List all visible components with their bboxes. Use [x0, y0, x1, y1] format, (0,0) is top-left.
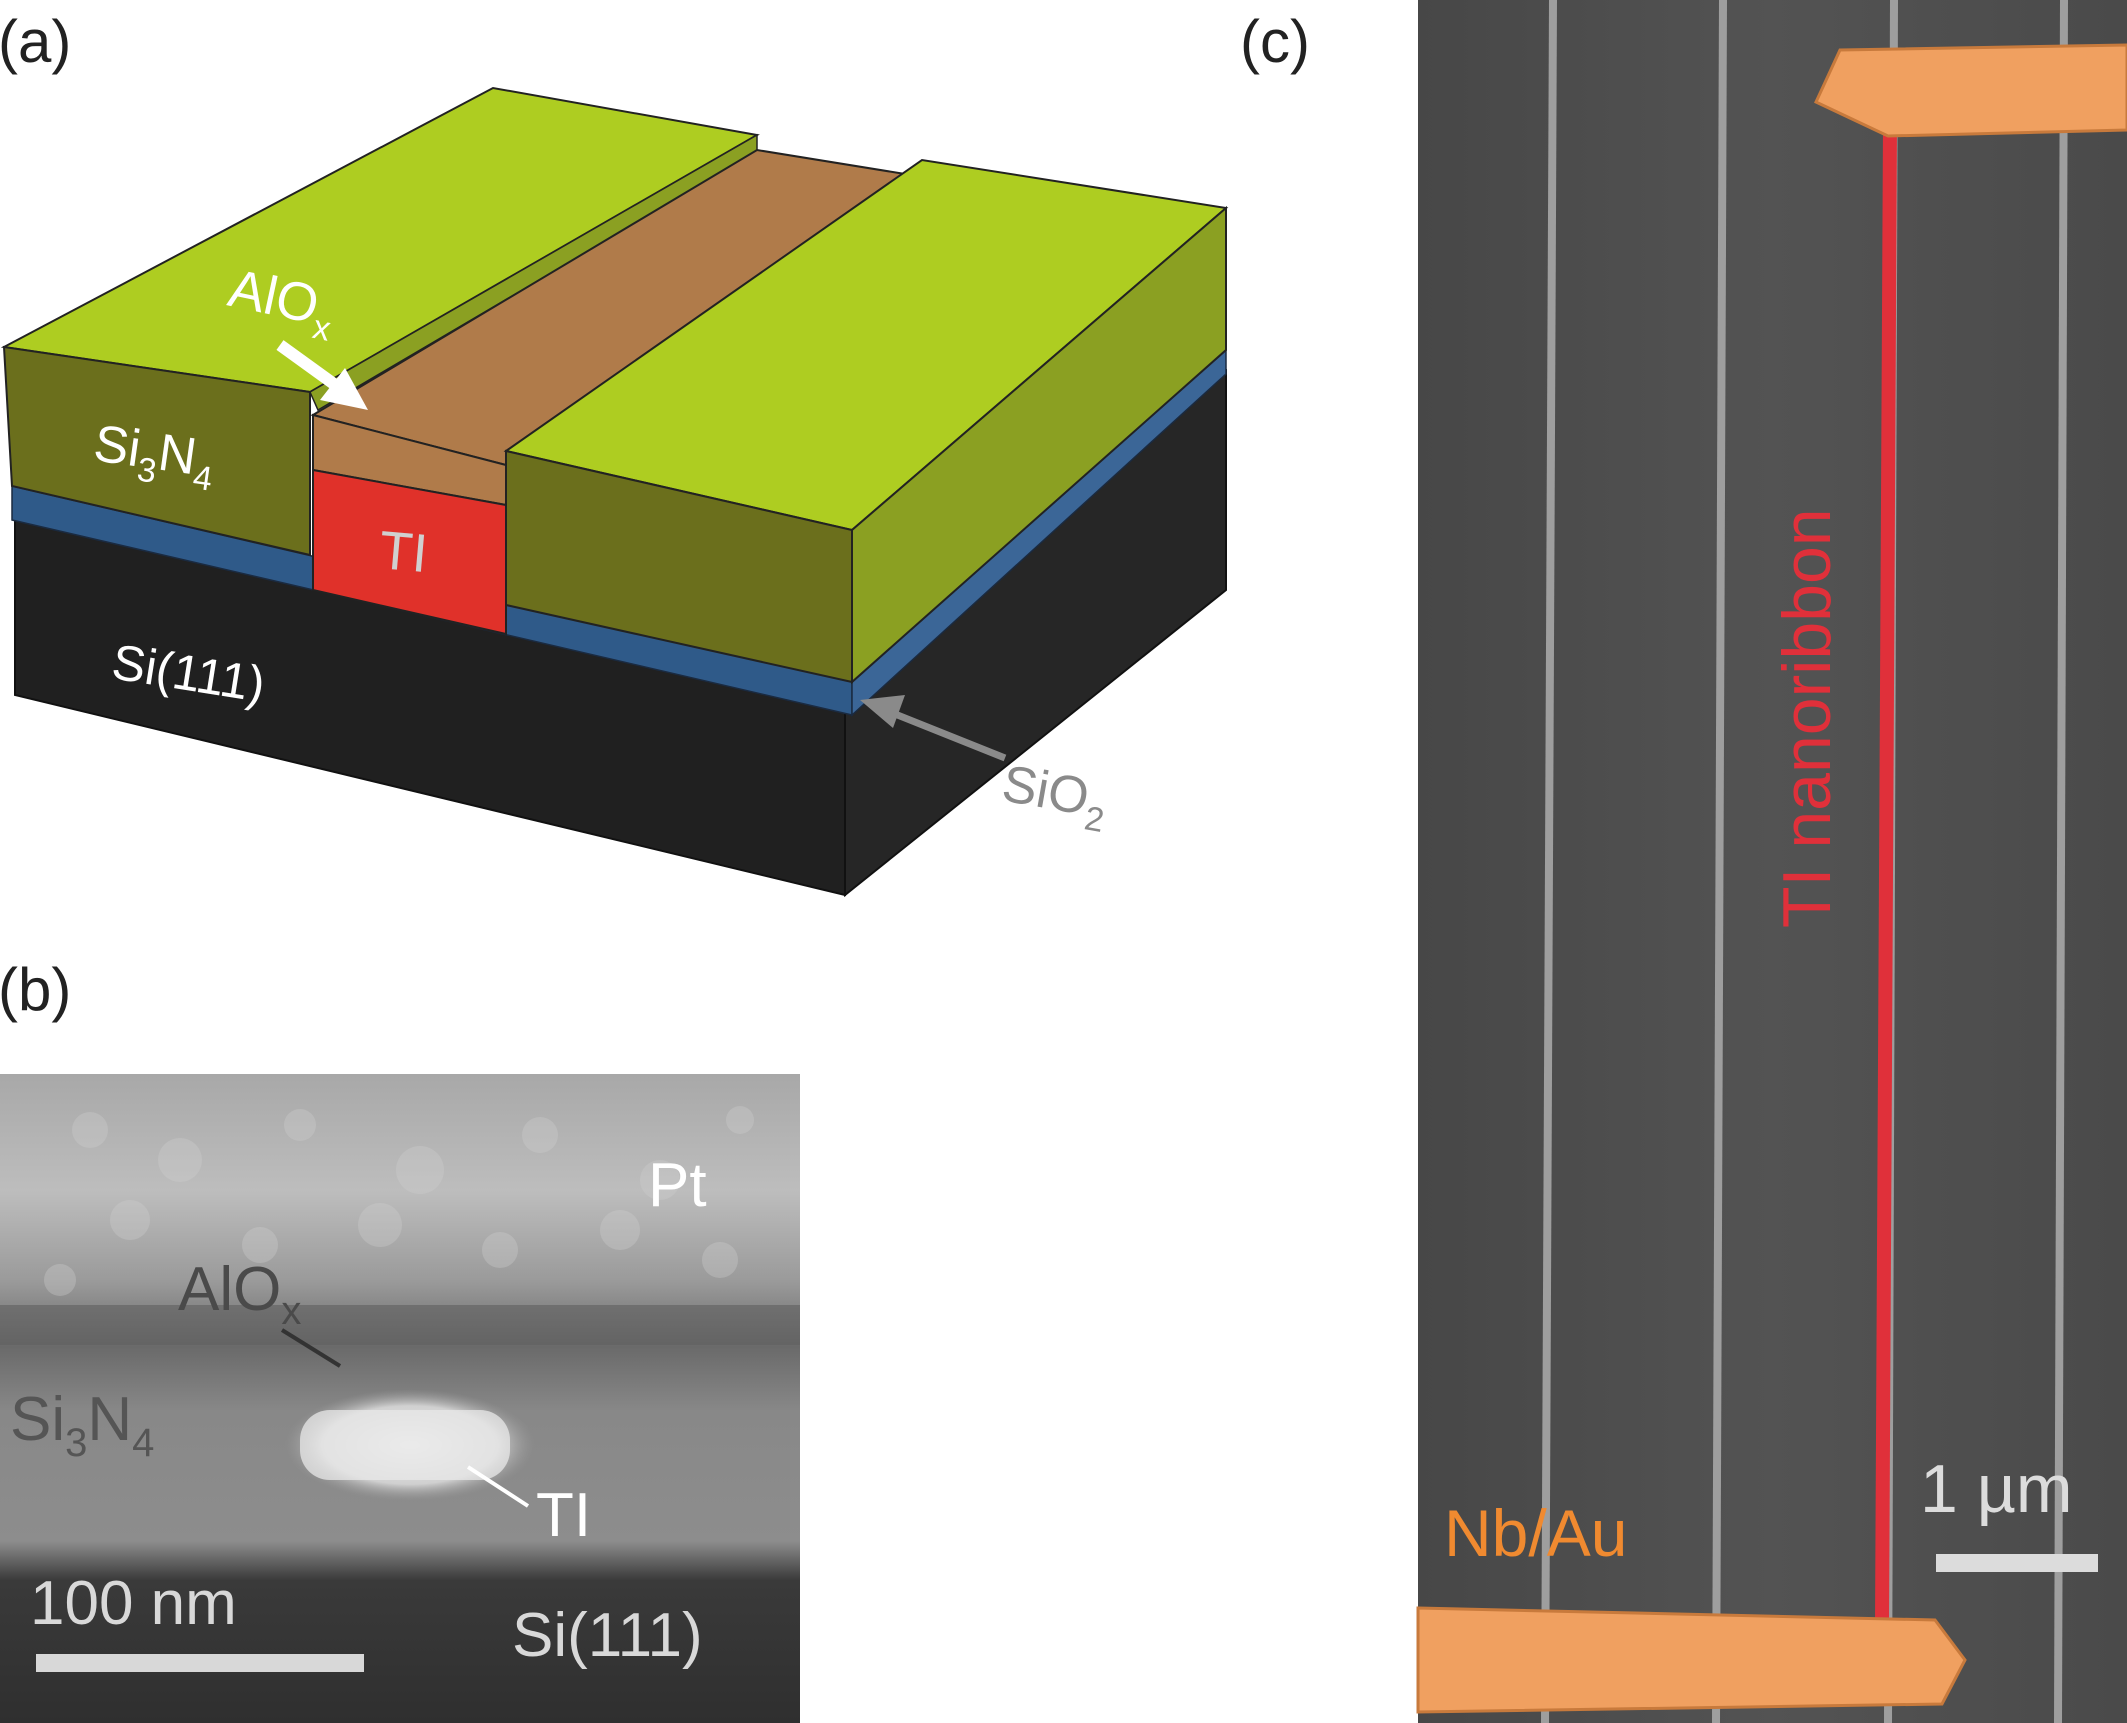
bottom-contact — [1416, 1606, 1967, 1714]
si3n4-label-b: Si3N4 — [10, 1385, 154, 1465]
ti-core — [300, 1410, 510, 1480]
scalebar-label-c: 1 µm — [1920, 1451, 2073, 1527]
panel-a-label: (a) — [0, 8, 71, 75]
top-contact — [1814, 43, 2127, 138]
panel-c-label: (c) — [1240, 8, 1310, 75]
alox-arrow — [276, 340, 368, 410]
scalebar-c — [1936, 1554, 2098, 1572]
ti-leader — [466, 1465, 530, 1508]
alox-leader — [280, 1328, 342, 1368]
ti-block — [312, 468, 507, 636]
ti-label-a: TI — [377, 520, 430, 584]
wire-2 — [1712, 0, 1727, 1723]
alox-band — [0, 1305, 800, 1345]
panel-a: (a) AlOx Si3N4 TI Si(111) — [0, 8, 1229, 898]
sem-image — [1418, 0, 2127, 1723]
alox-label-b: AlOx — [178, 1255, 301, 1333]
ti-nanoribbon — [1875, 124, 1897, 1626]
ti-label-b: TI — [536, 1481, 591, 1550]
wire-4 — [2054, 0, 2068, 1723]
nitride-right-side — [851, 205, 1227, 685]
contacts-label: Nb/Au — [1444, 1496, 1627, 1570]
panel-b-label: (b) — [0, 956, 71, 1023]
panel-c: (c) TI nanoribbon Nb/Au 1 µm — [1240, 0, 2127, 1723]
pt-label: Pt — [648, 1151, 707, 1220]
pt-texture — [44, 1106, 754, 1296]
sio2-label: SiO2 — [996, 755, 1112, 840]
nitride-left-front — [2, 345, 311, 557]
nanoribbon-label: TI nanoribbon — [1769, 508, 1845, 928]
wire-1 — [1541, 0, 1557, 1723]
scalebar-label-b: 100 nm — [30, 1569, 237, 1638]
sio2-arrow — [860, 695, 1007, 762]
scalebar-b — [36, 1654, 364, 1672]
substrate-label-b: Si(111) — [512, 1601, 703, 1670]
panel-b: (b) Pt AlOx Si3N4 TI 100 nm Si(111) — [0, 956, 800, 1723]
